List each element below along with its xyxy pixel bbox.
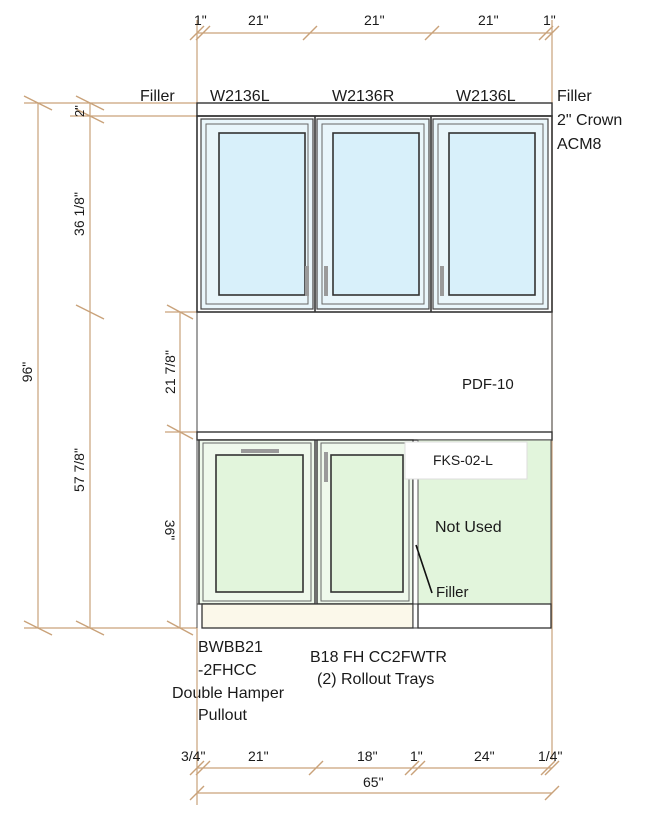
wall-labels: Filler W2136L W2136R W2136L Filler 2" Cr… <box>140 88 622 153</box>
top-dim-filler-right: 1" <box>543 12 556 28</box>
middle-label: PDF-10 <box>462 376 514 393</box>
label-crown-line1: 2" Crown <box>557 112 622 129</box>
label-cab2: W2136R <box>332 88 394 105</box>
toe-kick <box>196 440 552 629</box>
countertop <box>196 431 553 441</box>
bottom-dimension-lines: 3/4" 21" 18" 1" 24" 1/4" 65" <box>181 628 562 805</box>
bottom-dim-5: 24" <box>474 748 495 764</box>
top-dim-cab2: 21" <box>364 12 385 28</box>
label-bwbb-2: -2FHCC <box>198 662 257 679</box>
label-b18-2: (2) Rollout Trays <box>317 671 434 688</box>
label-cab1: W2136L <box>210 88 270 105</box>
label-bwbb-3: Double Hamper <box>172 685 285 702</box>
wall-cabinets <box>196 115 553 313</box>
bottom-dim-3: 18" <box>357 748 378 764</box>
left-dim-base: 36" <box>162 520 178 541</box>
overall-width: 65" <box>363 774 384 790</box>
top-dim-cab3: 21" <box>478 12 499 28</box>
fks-label: FKS-02-L <box>433 452 493 468</box>
label-crown-line2: ACM8 <box>557 136 602 153</box>
fks-label-box <box>404 441 528 480</box>
base-filler-strip <box>412 477 419 605</box>
bottom-dim-1: 3/4" <box>181 748 205 764</box>
wall-cabinet-2-handle <box>324 266 328 296</box>
wall-cabinet-2 <box>316 118 430 310</box>
bottom-dim-6: 1/4" <box>538 748 562 764</box>
top-dim-filler-left: 1" <box>194 12 207 28</box>
left-dim-gap: 21 7/8" <box>162 350 178 394</box>
base-cabinet-hamper <box>198 439 316 605</box>
not-used-label: Not Used <box>435 519 502 536</box>
filler-label: Filler <box>436 584 469 601</box>
bottom-dim-4: 1" <box>410 748 423 764</box>
label-filler-left: Filler <box>140 88 175 105</box>
left-dim-overall: 96" <box>19 362 35 383</box>
b18-handle <box>324 452 328 482</box>
left-dim-wall: 36 1/8" <box>71 192 87 236</box>
left-dim-crown: 2" <box>72 105 87 117</box>
base-cabinet-b18 <box>316 439 414 605</box>
wall-cabinet-1-handle <box>305 266 309 296</box>
base-cabinets: FKS-02-L Not Used Filler <box>198 439 552 605</box>
filler-pointer <box>415 544 433 594</box>
left-dimension-lines: 96" 2" 36 1/8" 57 7/8" 21 7/8" 36" <box>19 95 197 636</box>
wall-cabinet-3 <box>432 118 549 310</box>
bottom-dim-2: 21" <box>248 748 269 764</box>
wall-cabinet-3-handle <box>440 266 444 296</box>
top-dim-cab1: 21" <box>248 12 269 28</box>
left-dim-lower: 57 7/8" <box>71 448 87 492</box>
label-bwbb-4: Pullout <box>198 707 247 724</box>
label-cab3: W2136L <box>456 88 516 105</box>
label-b18-1: B18 FH CC2FWTR <box>310 649 447 666</box>
hamper-handle <box>241 449 279 453</box>
wall-cabinet-1 <box>200 118 314 310</box>
label-bwbb-1: BWBB21 <box>198 639 263 656</box>
label-filler-right: Filler <box>557 88 592 105</box>
base-labels: BWBB21 -2FHCC Double Hamper Pullout B18 … <box>172 639 447 724</box>
